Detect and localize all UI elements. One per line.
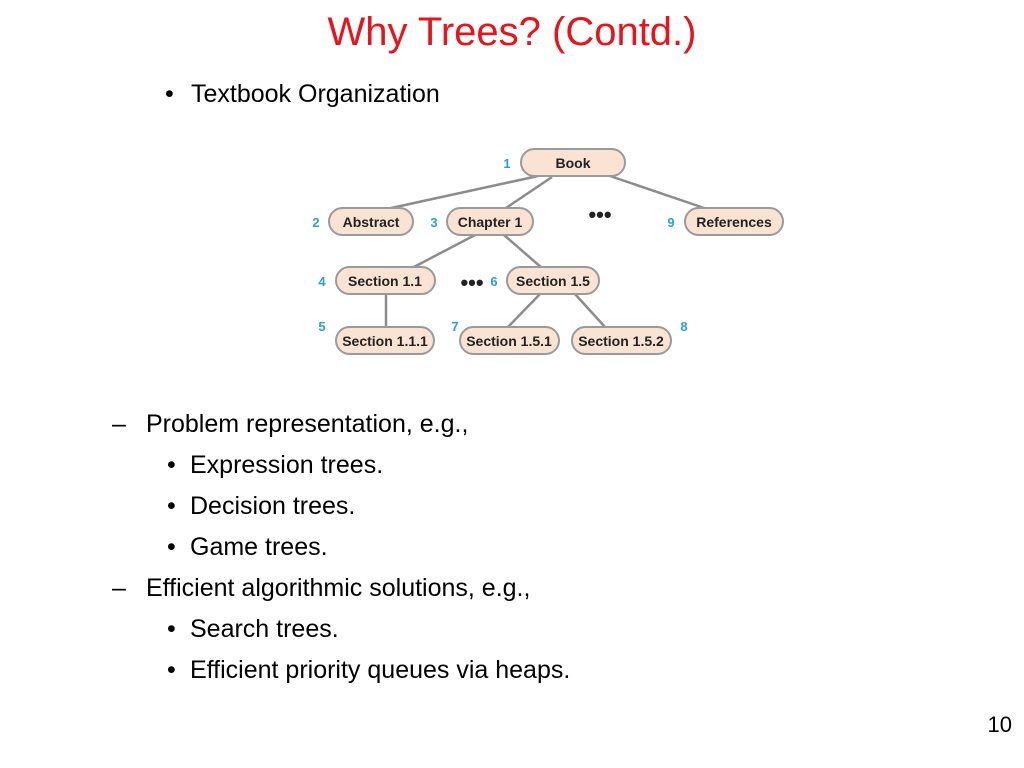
dash-marker: – xyxy=(112,574,126,602)
node-number: 2 xyxy=(312,215,319,230)
tree-node-abstract: Abstract xyxy=(328,207,414,236)
tree-node-references: References xyxy=(684,207,784,236)
list-item-text: Efficient algorithmic solutions, e.g., xyxy=(146,574,531,602)
node-number: 8 xyxy=(680,319,687,334)
sub-list-item: • Efficient priority queues via heaps. xyxy=(112,650,570,691)
node-number: 5 xyxy=(318,319,325,334)
ellipsis-level2: ••• xyxy=(460,270,483,295)
edge-chapter1-section11 xyxy=(411,233,476,270)
dash-marker: – xyxy=(112,410,126,438)
node-number: 6 xyxy=(490,274,497,289)
bullet-marker: • xyxy=(167,492,176,520)
node-number: 4 xyxy=(318,274,326,289)
node-label: References xyxy=(696,214,772,230)
edge-book-references xyxy=(609,174,711,212)
tree-node-chapter1: Chapter 1 xyxy=(446,207,534,236)
sub-list-item: • Game trees. xyxy=(112,527,570,568)
bullet-marker: • xyxy=(165,80,174,108)
bullet-textbook-organization: • Textbook Organization xyxy=(165,78,440,110)
bullet-marker: • xyxy=(167,533,176,561)
edge-book-abstract xyxy=(381,174,539,212)
list-item: – Efficient algorithmic solutions, e.g., xyxy=(112,568,570,609)
node-label: Section 1.5 xyxy=(516,273,590,289)
sub-list-item-text: Efficient priority queues via heaps. xyxy=(190,656,571,684)
node-label: Book xyxy=(556,155,591,171)
sub-list-item-text: Game trees. xyxy=(190,533,328,561)
textbook-tree-diagram: 1 Book 2 Abstract 3 Chapter 1 ••• 9 Refe… xyxy=(312,148,784,355)
bullet-list: – Problem representation, e.g., • Expres… xyxy=(112,404,570,691)
edge-chapter1-section15 xyxy=(503,234,543,269)
node-label: Section 1.1.1 xyxy=(342,333,428,349)
sub-list-item-text: Expression trees. xyxy=(190,451,384,479)
node-label: Section 1.5.2 xyxy=(578,333,664,349)
node-number: 9 xyxy=(667,215,674,230)
tree-node-book: Book xyxy=(520,148,626,177)
tree-node-section-1-5-2: Section 1.5.2 xyxy=(571,326,672,355)
node-number: 1 xyxy=(503,156,510,171)
tree-node-section-1-1-1: Section 1.1.1 xyxy=(335,326,435,355)
node-label: Section 1.1 xyxy=(348,273,422,289)
list-item-text: Problem representation, e.g., xyxy=(146,410,469,438)
slide-title: Why Trees? (Contd.) xyxy=(327,10,697,54)
tree-node-section-1-5: Section 1.5 xyxy=(506,266,600,295)
edge-section15-section151 xyxy=(507,293,541,328)
sub-list-item: • Decision trees. xyxy=(112,486,570,527)
sub-list-item: • Search trees. xyxy=(112,609,570,650)
edge-book-chapter1 xyxy=(505,175,553,210)
node-label: Abstract xyxy=(343,214,400,230)
page-number: 10 xyxy=(987,712,1012,737)
list-item: – Problem representation, e.g., xyxy=(112,404,570,445)
node-label: Section 1.5.1 xyxy=(466,333,552,349)
bullet-marker: • xyxy=(167,451,176,479)
tree-node-section-1-5-1: Section 1.5.1 xyxy=(459,326,560,355)
node-label: Chapter 1 xyxy=(458,214,523,230)
node-number: 3 xyxy=(430,215,437,230)
sub-list-item-text: Search trees. xyxy=(190,615,339,643)
node-number: 7 xyxy=(451,319,458,334)
bullet-marker: • xyxy=(167,656,176,684)
sub-list-item: • Expression trees. xyxy=(112,445,570,486)
bullet-text: Textbook Organization xyxy=(191,80,440,108)
edge-section15-section152 xyxy=(574,293,606,328)
bullet-marker: • xyxy=(167,615,176,643)
tree-node-section-1-1: Section 1.1 xyxy=(335,266,436,295)
sub-list-item-text: Decision trees. xyxy=(190,492,356,520)
ellipsis-level1: ••• xyxy=(588,202,611,227)
